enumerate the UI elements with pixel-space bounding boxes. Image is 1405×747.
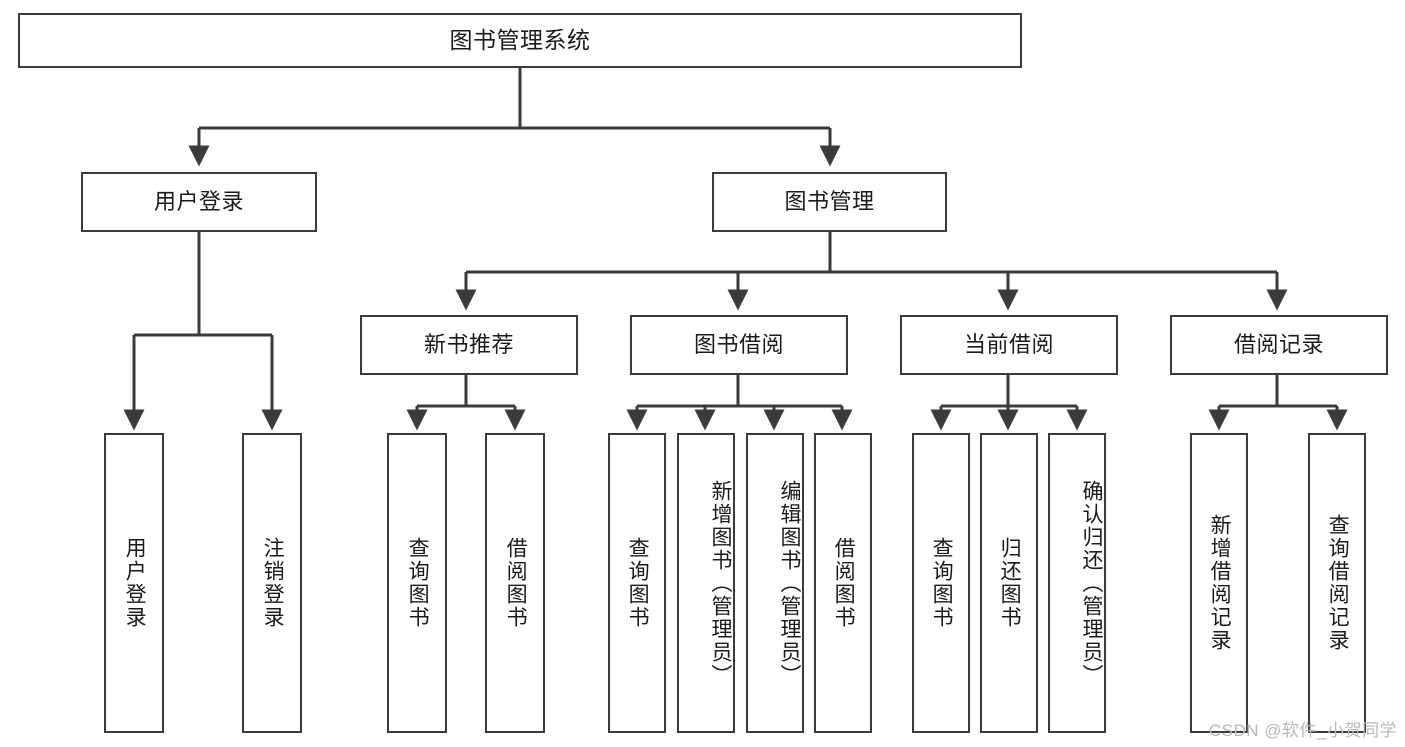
node-leaf-query-book-2[interactable]: 查询图书	[608, 433, 666, 733]
node-leaf-user-login[interactable]: 用户登录	[104, 433, 164, 733]
node-book-borrow[interactable]: 图书借阅	[630, 315, 848, 375]
node-leaf-edit-book[interactable]: 编辑图书（管理员）	[746, 433, 804, 733]
node-root-system[interactable]: 图书管理系统	[18, 13, 1022, 68]
node-leaf-add-book[interactable]: 新增图书（管理员）	[677, 433, 735, 733]
node-current-borrow[interactable]: 当前借阅	[900, 315, 1118, 375]
csdn-watermark: CSDN @软件_小贺同学	[1208, 721, 1397, 740]
node-leaf-query-book-1[interactable]: 查询图书	[387, 433, 447, 733]
node-new-book-recommend[interactable]: 新书推荐	[360, 315, 578, 375]
node-leaf-borrow-book-1[interactable]: 借阅图书	[485, 433, 545, 733]
node-leaf-add-borrow-record[interactable]: 新增借阅记录	[1190, 433, 1248, 733]
node-user-login[interactable]: 用户登录	[81, 172, 317, 232]
node-leaf-confirm-return[interactable]: 确认归还（管理员）	[1048, 433, 1106, 733]
node-leaf-return-book[interactable]: 归还图书	[980, 433, 1038, 733]
node-leaf-borrow-book-2[interactable]: 借阅图书	[814, 433, 872, 733]
node-book-manage[interactable]: 图书管理	[712, 172, 947, 232]
node-leaf-logout[interactable]: 注销登录	[242, 433, 302, 733]
node-leaf-query-borrow-record[interactable]: 查询借阅记录	[1308, 433, 1366, 733]
node-borrow-record[interactable]: 借阅记录	[1170, 315, 1388, 375]
node-leaf-query-book-3[interactable]: 查询图书	[912, 433, 970, 733]
